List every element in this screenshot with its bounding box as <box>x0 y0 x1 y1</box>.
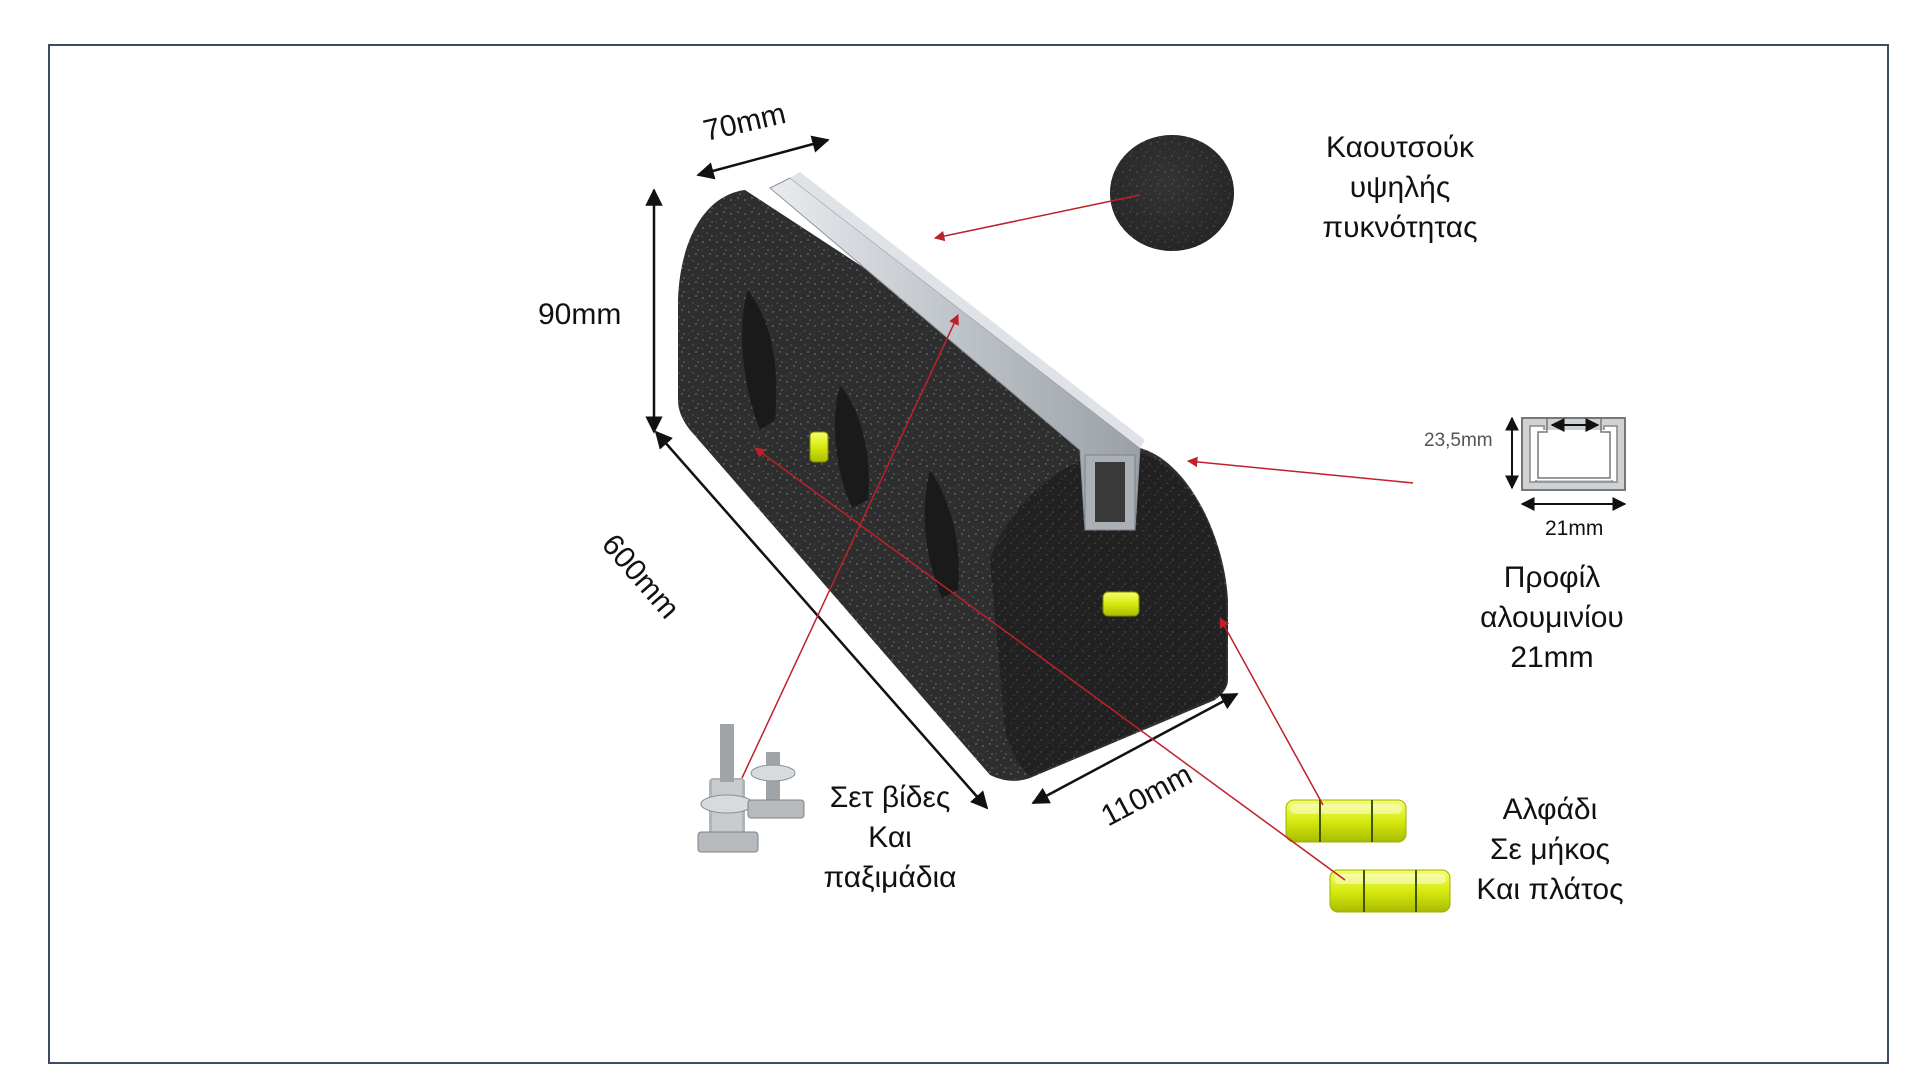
profile-height-label: 23,5mm <box>1424 430 1493 451</box>
profile-callout-label: Προφίλ αλουμινίου 21mm <box>1480 561 1624 674</box>
length-dimension-arrow <box>654 430 989 810</box>
aluminium-profile-icon <box>1521 417 1626 491</box>
height-dimension-label: 90mm <box>538 298 622 331</box>
bolts-callout-label: Σετ βίδες Και παξιμάδια <box>823 781 957 894</box>
rubber-leader-line <box>933 194 1141 242</box>
level-callout-label: Αλφάδι Σε μήκος Και πλάτος <box>1476 793 1624 906</box>
spirit-level-icon <box>1285 799 1451 913</box>
rubber-texture-overlay <box>1110 135 1234 251</box>
profile-leader-line <box>1186 456 1414 484</box>
bolt-set-icon <box>697 724 805 853</box>
rubber-callout-label: Καουτσούκ υψηλής πυκνότητας <box>1322 131 1478 244</box>
level-leader-line-1 <box>1219 617 1324 806</box>
rubber-block <box>678 172 1228 781</box>
level-leader-line-2 <box>754 447 1346 881</box>
bolt-leader-line <box>741 314 959 779</box>
width-dimension-arrow <box>696 135 830 180</box>
profile-width-label: 21mm <box>1545 517 1604 540</box>
diagram-frame <box>48 44 1889 1064</box>
base-dimension-arrow <box>1031 692 1239 805</box>
